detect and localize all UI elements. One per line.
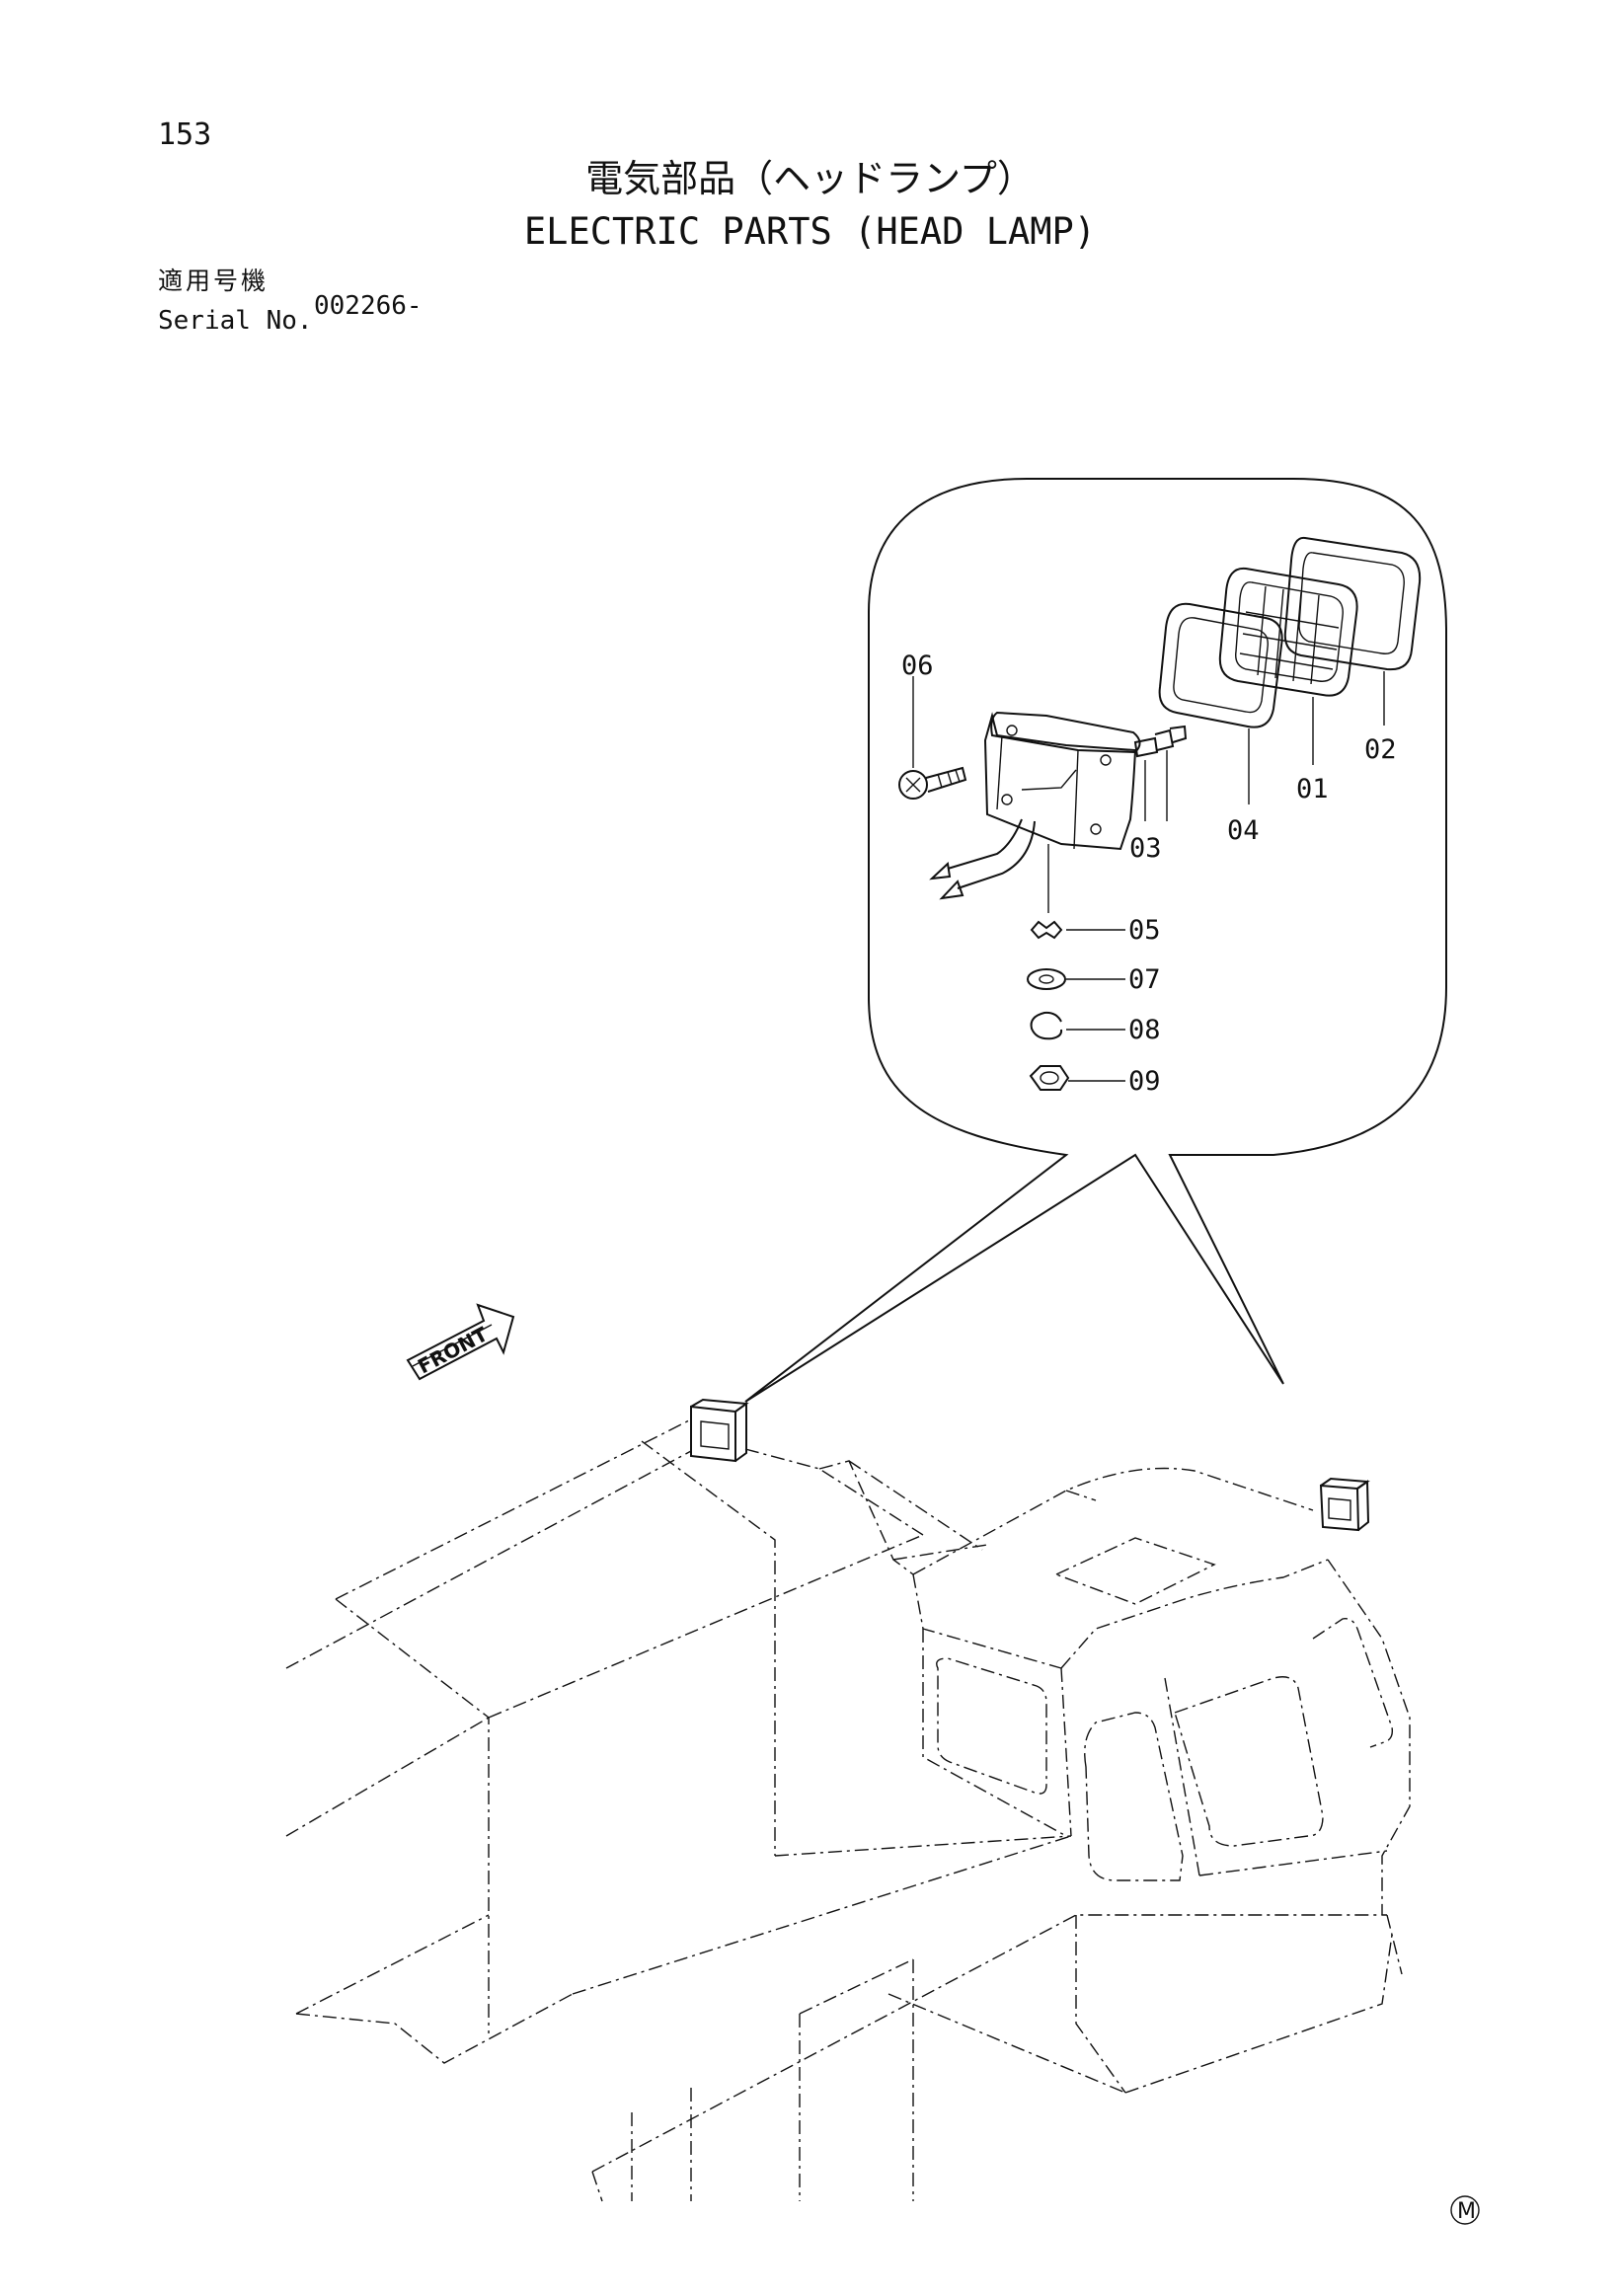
part-label-01: 01 xyxy=(1296,774,1329,804)
lamp-housing xyxy=(929,711,1188,913)
part-label-09: 09 xyxy=(1128,1066,1161,1097)
serial-label-english: Serial No. xyxy=(158,306,313,336)
title-english: ELECTRIC PARTS (HEAD LAMP) xyxy=(523,210,1097,253)
lock-washer-05 xyxy=(1030,920,1125,940)
part-label-07: 07 xyxy=(1128,964,1161,995)
lamp-frame-04 xyxy=(1158,602,1283,728)
serial-label-japanese: 適用号機 xyxy=(158,267,270,295)
flat-washer-07 xyxy=(1027,968,1125,990)
screw-06 xyxy=(898,676,967,800)
manufacturer-mark-letter: M xyxy=(1457,2199,1476,2224)
part-label-05: 05 xyxy=(1128,915,1161,946)
hex-nut-09 xyxy=(1029,1065,1125,1091)
part-label-06: 06 xyxy=(901,651,934,681)
detail-callout-balloon xyxy=(744,478,1447,1403)
manufacturer-mark: M xyxy=(1450,2195,1480,2225)
lamp-lens-01 xyxy=(1218,567,1358,697)
machine-body-outline xyxy=(285,1418,1411,2202)
head-lamp-left xyxy=(690,1398,749,1463)
front-direction-arrow: FRONT xyxy=(406,1303,515,1381)
part-label-03: 03 xyxy=(1129,833,1162,864)
leader-lines-upper xyxy=(1248,671,1385,804)
page-number: 153 xyxy=(158,117,212,152)
head-lamp-right xyxy=(1319,1477,1370,1532)
serial-number-value: 002266- xyxy=(314,291,423,321)
lamp-gasket-02 xyxy=(1283,536,1422,671)
part-label-04: 04 xyxy=(1227,815,1260,846)
spring-washer-08 xyxy=(1030,1011,1125,1040)
part-label-08: 08 xyxy=(1128,1015,1161,1045)
title-japanese: 電気部品（ヘッドランプ） xyxy=(585,157,1035,200)
part-label-02: 02 xyxy=(1364,734,1397,765)
